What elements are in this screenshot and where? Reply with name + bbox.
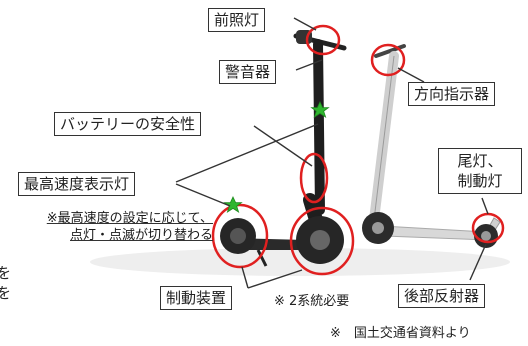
label-tail-light-line1: 尾灯、 [457,152,503,170]
highlight-turn-signal [370,43,406,77]
leader-battery-safety [253,125,313,167]
highlight-battery [299,152,329,204]
white-scooter-handlebar [374,44,406,58]
leader-speed-a [175,123,319,183]
leader-speed-b [175,183,231,207]
leader-reflector [469,243,487,281]
label-headlight: 前照灯 [208,8,266,32]
highlight-front-wheel [289,206,355,276]
edge-text-1: を [0,264,12,282]
leader-horn [295,59,323,71]
leader-tail-light [481,197,489,215]
label-tail-light: 尾灯、 制動灯 [438,148,522,194]
floor-shadow [90,248,510,276]
label-battery-safety: バッテリーの安全性 [54,112,202,136]
highlight-rear-wheel [211,203,269,269]
label-speed-indicator: 最高速度表示灯 [18,172,136,196]
label-rear-reflector: 後部反射器 [398,284,486,308]
speed-note-line1: ※最高速度の設定に応じて、 [46,211,214,226]
highlight-headlight [305,24,341,56]
label-horn: 警音器 [219,60,277,84]
leader-brake-b [247,269,303,289]
label-tail-light-line2: 制動灯 [457,172,503,190]
black-scooter-stem [313,39,325,215]
label-turn-signal: 方向指示器 [408,82,496,106]
leader-headlight [293,17,317,31]
leader-brake-a [241,266,249,289]
white-scooter [362,44,501,248]
label-brake: 制動装置 [160,286,233,310]
black-scooter [220,30,347,267]
source-note: ※ 国土交通省資料より [330,326,471,341]
leader-turn-signal [397,67,425,83]
marker-star-battery [310,101,330,118]
edge-text-2: を [0,284,12,302]
marker-star-speed [223,196,243,213]
speed-note-line2: 点灯・点滅が切り替わる [70,228,214,243]
speed-note: ※最高速度の設定に応じて、 点灯・点滅が切り替わる [22,210,213,244]
brake-note: ※ 2系統必要 [274,294,350,309]
